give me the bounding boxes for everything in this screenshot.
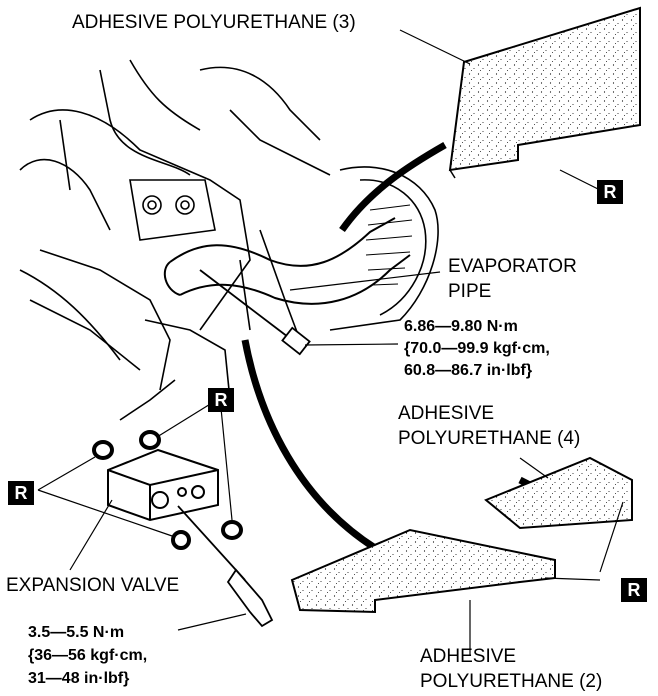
- adhesive-polyurethane-2-pad: [290, 528, 556, 614]
- leader-lines: [37, 29, 624, 655]
- expansion-valve-bolt-torque-line2: {36—56 kgf·cm,: [28, 647, 148, 664]
- evaporator-bolt-torque-line3: 60.8—86.7 in·lbf}: [404, 362, 533, 379]
- expansion-valve-bolt-torque-line1: 3.5—5.5 N·m: [28, 624, 125, 641]
- evaporator-bolt: [199, 269, 311, 356]
- replace-marker-pad3: R: [597, 180, 623, 204]
- replace-marker-orings-top: R: [208, 388, 234, 412]
- evaporator-pipe: [163, 217, 411, 305]
- expansion-valve-bolt-torque-line3: 31—48 in·lbf}: [28, 670, 130, 687]
- adhesive-polyurethane-4-pad: [484, 456, 633, 530]
- adhesive-polyurethane-4-label-line2: POLYURETHANE (4): [398, 428, 581, 449]
- adhesive-polyurethane-2-label-line1: ADHESIVE: [420, 646, 517, 667]
- replace-marker-pads-2-4: R: [621, 578, 647, 602]
- pipe-connector-block: [142, 195, 195, 215]
- duct-grille: [365, 204, 413, 286]
- expansion-valve-label: EXPANSION VALVE: [6, 575, 180, 596]
- adhesive-polyurethane-4-label-line1: ADHESIVE: [398, 403, 495, 424]
- adhesive-polyurethane-3-label: ADHESIVE POLYURETHANE (3): [72, 12, 356, 33]
- o-rings: [92, 430, 243, 550]
- expansion-valve-bolt: [177, 505, 274, 628]
- adhesive-polyurethane-2-label-line2: POLYURETHANE (2): [420, 671, 603, 692]
- expansion-valve: [107, 448, 219, 522]
- adhesive-polyurethane-3-pad: [448, 6, 641, 179]
- evaporator-pipe-label-line2: PIPE: [448, 281, 492, 302]
- evaporator-bolt-torque-line2: {70.0—99.9 kgf·cm,: [404, 340, 550, 357]
- replace-marker-orings-left: R: [8, 481, 34, 505]
- evaporator-pipe-label-line1: EVAPORATOR: [448, 256, 577, 277]
- hvac-unit-background: [19, 59, 439, 421]
- evaporator-bolt-torque-line1: 6.86—9.80 N·m: [404, 318, 518, 335]
